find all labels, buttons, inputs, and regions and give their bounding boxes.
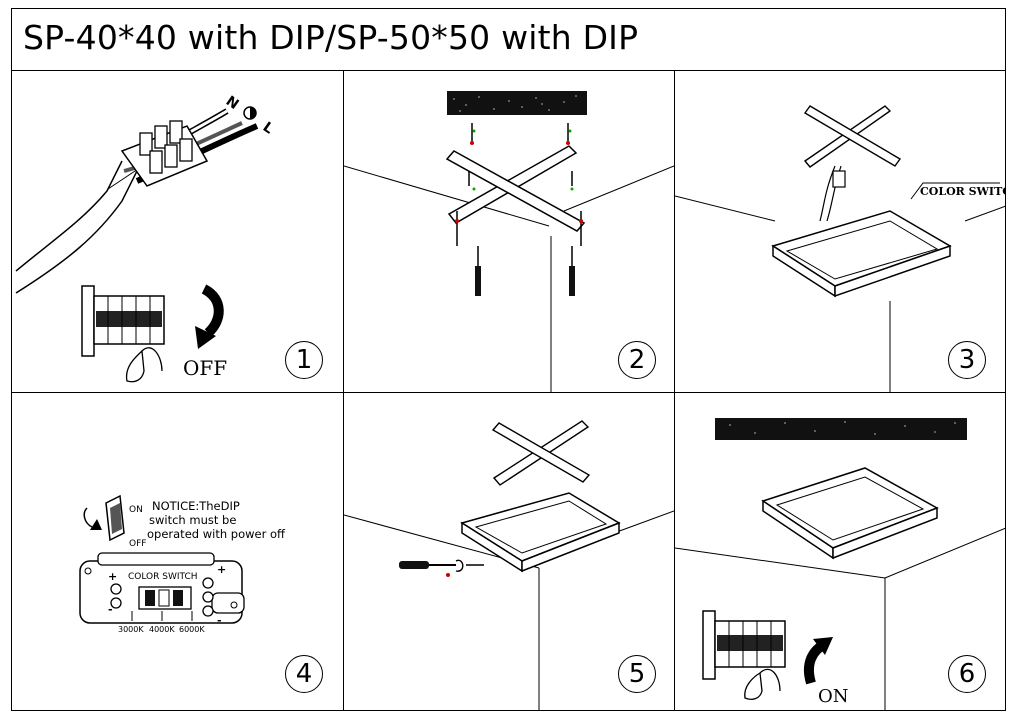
notice-line-2: switch must be [149,513,237,527]
step-number: 1 [285,341,323,379]
step-6-panel: ON 6 [675,393,1006,711]
wall-anchor-icon [475,266,481,296]
cross-bracket [445,145,586,232]
step-number: 3 [948,341,986,379]
ground-symbol-icon [243,106,257,120]
step-2-panel: 2 [344,71,674,392]
leader-line [910,182,1000,200]
circuit-breaker [81,285,165,357]
minus-label: - [108,603,113,616]
dip-switch-illustration [79,494,245,624]
page-title: SP-40*40 with DIP/SP-50*50 with DIP [23,18,639,57]
rocker-switch-icon [83,494,125,542]
led-panel [460,492,621,573]
step-number: 4 [285,655,323,693]
hand-icon [125,349,145,383]
plus-label: + [217,563,227,576]
notice-line-3: operated with power off [147,527,285,541]
arrow-down-icon [201,284,224,337]
on-label: ON [818,686,849,707]
terminal-block [120,120,209,187]
power-on-illustration [675,418,1006,711]
panel-divider [674,71,675,710]
panel-wiring-illustration [675,105,1006,392]
panel-divider [12,392,1005,393]
cross-bracket [803,105,902,168]
on-label: ON [129,505,143,515]
step-number: 6 [948,655,986,693]
step-5-panel: 5 [344,393,674,711]
temp-4000k-label: 4000K [149,625,175,634]
panel-mounting-illustration [344,420,674,711]
screwdriver-icon [399,559,484,577]
temp-6000k-label: 6000K [179,625,205,634]
live-label: L [260,119,277,137]
temp-3000k-label: 3000K [118,625,144,634]
arrow-up-icon [803,640,826,685]
panel-divider [343,71,344,710]
circuit-breaker [702,610,786,680]
led-panel [771,210,952,298]
cross-bracket [491,420,591,486]
title-bar: SP-40*40 with DIP/SP-50*50 with DIP [12,9,1005,71]
step-number: 5 [618,655,656,693]
color-switch-label: COLOR SWITCH [920,185,1006,198]
mounting-bracket-illustration [344,91,674,392]
wall-anchor-icon [569,266,575,296]
step-3-panel: COLOR SWITCH 3 [675,71,1006,392]
off-label: OFF [129,539,147,549]
step-1-panel: N L OFF 1 [12,71,343,392]
color-switch-module [79,552,245,624]
step-number: 2 [618,341,656,379]
hand-icon [744,671,763,700]
ceiling-block [447,91,587,115]
step-4-panel: ON OFF NOTICE:TheDIP switch must be oper… [12,393,343,711]
plus-label: + [108,570,118,583]
ceiling-block [715,418,967,440]
off-label: OFF [183,356,228,380]
module-title: COLOR SWITCH [128,572,198,582]
led-panel [761,467,939,560]
wiring-terminal-illustration: N L [15,93,277,383]
minus-label: - [217,614,222,627]
notice-line-1: NOTICE:TheDIP [152,499,240,513]
instruction-sheet: SP-40*40 with DIP/SP-50*50 with DIP [11,8,1006,711]
